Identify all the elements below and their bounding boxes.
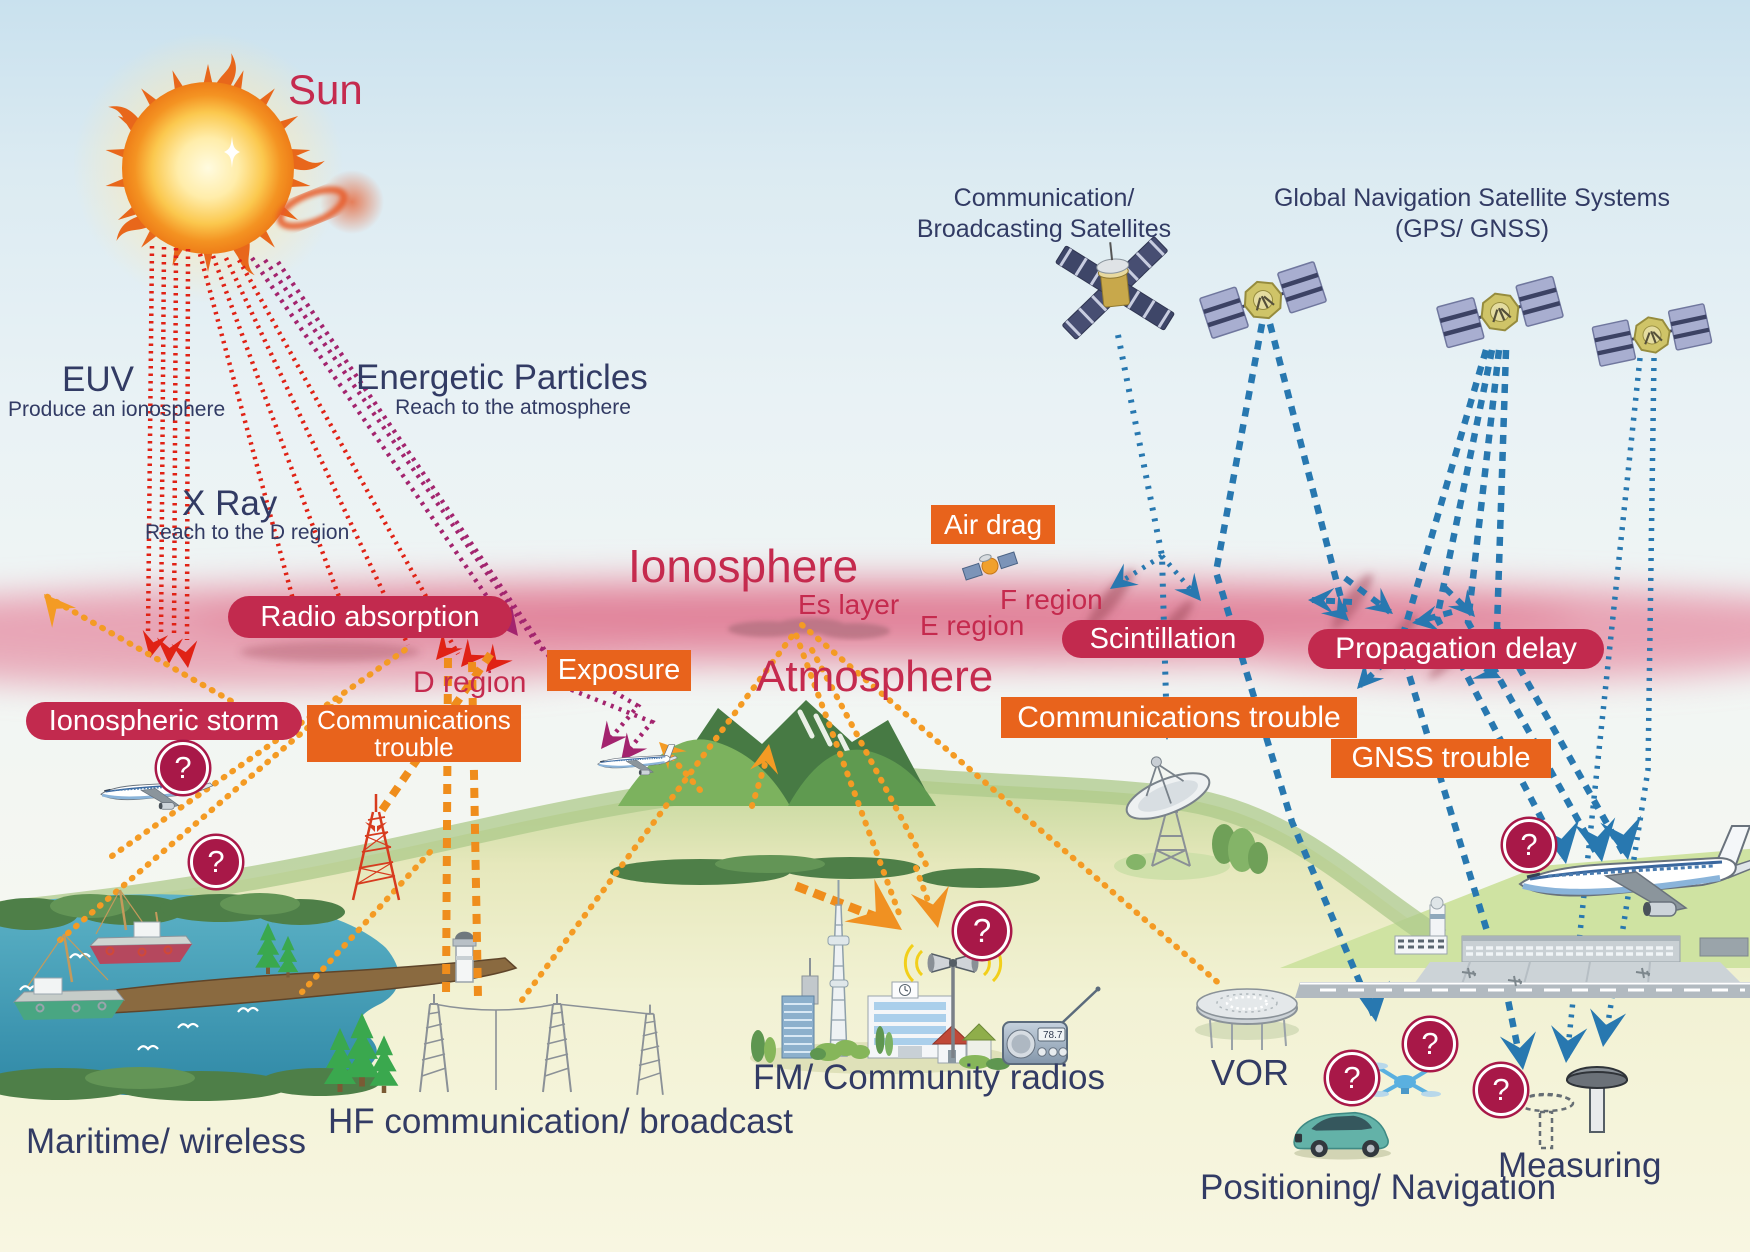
- question-badge-drone: ?: [1404, 1018, 1456, 1070]
- fm-label: FM/ Community radios: [753, 1058, 1106, 1097]
- hf-label: HF communication/ broadcast: [328, 1102, 793, 1141]
- gnss-satellites-line1: Global Navigation Satellite Systems: [1273, 184, 1671, 212]
- comm-satellite-icon: [1055, 236, 1175, 340]
- sun-sparkle: [224, 136, 240, 168]
- communications-trouble-line2: trouble: [374, 731, 454, 762]
- cme-flare-icon: [276, 170, 384, 234]
- sun-icon: [73, 33, 384, 303]
- ionosphere-label: Ionosphere: [628, 540, 859, 592]
- comm-satellites-label: Communication/ Broadcasting Satellites: [888, 183, 1200, 245]
- fishing-boat-icon: [88, 889, 193, 964]
- city-icons: [750, 880, 1101, 1074]
- gnss-satellite-icon: [1199, 261, 1711, 366]
- comm-satellites-line1: Communication/: [953, 184, 1135, 212]
- gnss-trouble-badge: GNSS trouble: [1331, 739, 1551, 778]
- fishing-boat-icon: [12, 933, 126, 1020]
- euv-rays: [145, 245, 191, 641]
- gnss-receiver-icon: [1565, 1066, 1629, 1133]
- gnss-satellites-label: Global Navigation Satellite Systems (GPS…: [1198, 183, 1746, 245]
- propagation-delay-badge: Propagation delay: [1308, 629, 1604, 669]
- maritime-label: Maritime/ wireless: [26, 1122, 307, 1161]
- scintillation-badge: Scintillation: [1062, 620, 1264, 658]
- car-icon: [1293, 1111, 1391, 1160]
- e-region-label: E region: [920, 610, 1025, 641]
- office-building-icon: [867, 981, 953, 1059]
- radio-tower-icon: [351, 794, 401, 901]
- sand-spit: [68, 957, 518, 1015]
- question-badge-airliner: ?: [1503, 819, 1555, 871]
- fm-radio-icon: [1002, 986, 1101, 1065]
- euv-subtitle: Produce an ionosphere: [8, 398, 226, 421]
- air-drag-badge: Air drag: [931, 505, 1055, 544]
- communications-trouble-right-badge: Communications trouble: [1001, 697, 1357, 738]
- question-badge-measuring: ?: [1475, 1064, 1527, 1116]
- leo-satellite-icon: [961, 551, 1019, 581]
- question-badge-fm-radio: ?: [954, 903, 1010, 959]
- airport-icons: [1295, 896, 1750, 998]
- hf-antenna-icon: [419, 993, 664, 1096]
- xray-rays: [197, 253, 460, 656]
- f-region-label: F region: [1000, 584, 1103, 615]
- gnss-signal-paths: [1112, 323, 1657, 1065]
- radio-wave-paths: [43, 593, 1225, 1003]
- communications-trouble-left-badge: Communications trouble: [307, 705, 521, 762]
- exposure-badge: Exposure: [547, 650, 691, 691]
- energetic-particles-subtitle: Reach to the atmosphere: [395, 396, 631, 419]
- question-badge-car: ?: [1326, 1052, 1378, 1104]
- xray-title: X Ray: [182, 484, 278, 523]
- euv-title: EUV: [62, 360, 134, 399]
- question-badge-aircraft-hf: ?: [157, 742, 209, 794]
- comm-satellites-line2: Broadcasting Satellites: [916, 215, 1172, 243]
- communications-trouble-line1: Communications: [317, 704, 511, 735]
- energetic-particles-title: Energetic Particles: [356, 358, 648, 397]
- energetic-particle-rays: [250, 256, 656, 760]
- positioning-label: Positioning/ Navigation: [1200, 1168, 1557, 1207]
- vor-label: VOR: [1211, 1052, 1290, 1093]
- sun-label: Sun: [288, 66, 363, 113]
- radio-frequency-display: 78.7: [1043, 1030, 1063, 1041]
- d-region-label: D region: [413, 666, 527, 699]
- ground-station-icon: [1114, 756, 1268, 880]
- gnss-satellites-line2: (GPS/ GNSS): [1394, 215, 1550, 243]
- radio-absorption-badge: Radio absorption: [228, 596, 512, 638]
- es-layer-label: Es layer: [798, 589, 900, 620]
- atmosphere-label: Atmosphere: [756, 652, 994, 701]
- skyscraper-icon: [781, 958, 819, 1059]
- ionospheric-storm-badge: Ionospheric storm: [26, 702, 302, 740]
- question-badge-maritime: ?: [190, 836, 242, 888]
- parked-aircraft-icons: [1461, 967, 1651, 987]
- vor-station-icon: [1195, 988, 1299, 1050]
- skytree-tower-icon: [827, 880, 850, 1057]
- es-layer-blobs: [728, 618, 890, 639]
- xray-subtitle: Reach to the D region: [145, 521, 350, 544]
- measuring-label: Measuring: [1498, 1146, 1662, 1185]
- lighthouse-icon: [452, 931, 477, 983]
